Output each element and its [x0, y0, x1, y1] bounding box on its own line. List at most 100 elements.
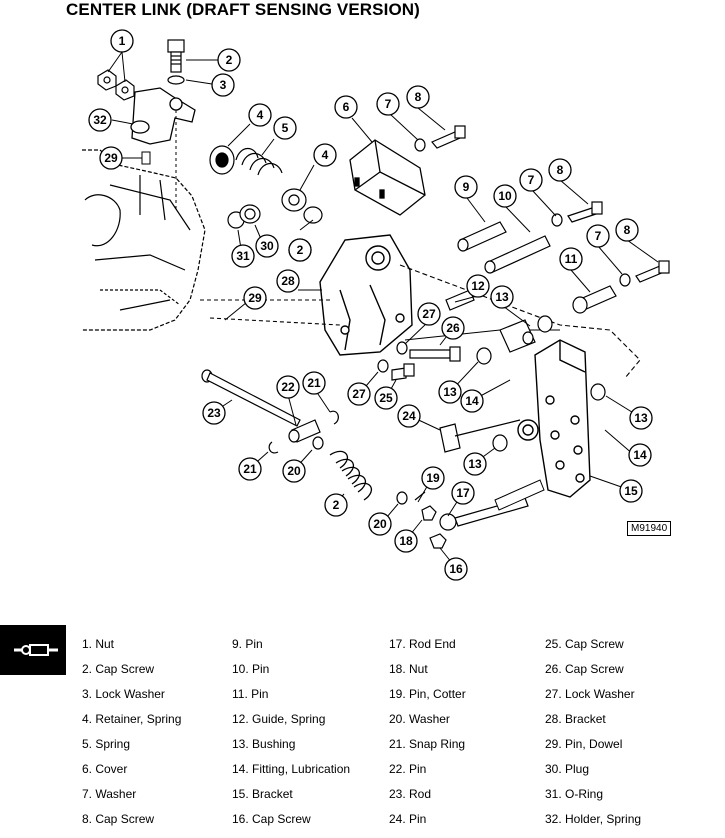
- callout-10: 10: [493, 184, 517, 208]
- callout-17: 17: [451, 481, 475, 505]
- callout-19: 19: [421, 466, 445, 490]
- svg-text:15: 15: [624, 484, 638, 498]
- legend-column: 17. Rod End 18. Nut 19. Pin, Cotter 20. …: [389, 632, 466, 832]
- svg-text:30: 30: [260, 239, 274, 253]
- svg-text:2: 2: [333, 498, 340, 512]
- svg-text:11: 11: [565, 252, 578, 266]
- svg-text:31: 31: [236, 249, 250, 263]
- callout-22: 22: [276, 375, 300, 399]
- svg-text:21: 21: [243, 462, 257, 476]
- callout-7c: 7: [586, 224, 610, 248]
- svg-text:20: 20: [287, 464, 301, 478]
- legend-item: 4. Retainer, Spring: [82, 712, 182, 726]
- callout-29b: 29: [243, 286, 267, 310]
- callout-13a: 13: [490, 285, 514, 309]
- svg-text:28: 28: [281, 274, 295, 288]
- legend-item: 18. Nut: [389, 662, 428, 676]
- dowel-pin: [141, 151, 151, 165]
- pin-22-assembly: [268, 410, 339, 454]
- svg-text:3: 3: [220, 78, 227, 92]
- legend-item: 27. Lock Washer: [545, 687, 635, 701]
- svg-text:7: 7: [528, 173, 535, 187]
- callouts: 1 2 3 32 29 4 5 4 2 30 31 6 7 8 9 10 7 8…: [88, 29, 653, 581]
- svg-text:5: 5: [282, 121, 289, 135]
- transmission-housing: [82, 149, 206, 331]
- callout-31: 31: [231, 244, 255, 268]
- legend-column: 1. Nut 2. Cap Screw 3. Lock Washer 4. Re…: [82, 632, 181, 832]
- legend-item: 21. Snap Ring: [389, 737, 466, 751]
- svg-text:7: 7: [595, 229, 602, 243]
- svg-text:18: 18: [399, 534, 413, 548]
- bracket-28: [319, 234, 413, 356]
- legend-item: 24. Pin: [389, 812, 427, 826]
- callout-7a: 7: [376, 92, 400, 116]
- washers-and-screws: [414, 125, 670, 287]
- svg-text:13: 13: [634, 411, 648, 425]
- rod-icon: [14, 644, 58, 656]
- callout-20b: 20: [368, 512, 392, 536]
- svg-text:10: 10: [498, 189, 512, 203]
- callout-4b: 4: [313, 143, 337, 167]
- legend-item: 20. Washer: [389, 712, 450, 726]
- pin-24: [439, 419, 521, 453]
- legend-item: 25. Cap Screw: [545, 637, 624, 651]
- callout-11: 11: [559, 247, 583, 271]
- svg-text:13: 13: [468, 457, 482, 471]
- legend-item: 29. Pin, Dowel: [545, 737, 623, 751]
- cap-screw-top: [167, 39, 185, 85]
- callout-8b: 8: [548, 158, 572, 182]
- svg-text:32: 32: [93, 113, 107, 127]
- svg-text:27: 27: [422, 307, 436, 321]
- svg-text:8: 8: [557, 163, 564, 177]
- callout-8c: 8: [615, 218, 639, 242]
- legend-item: 1. Nut: [82, 637, 115, 651]
- pin-lower: [494, 479, 545, 511]
- callout-12: 12: [466, 274, 490, 298]
- legend-item: 2. Cap Screw: [82, 662, 155, 676]
- svg-text:19: 19: [426, 471, 440, 485]
- callout-13c: 13: [629, 406, 653, 430]
- legend-item: 10. Pin: [232, 662, 270, 676]
- legend-column: 9. Pin 10. Pin 11. Pin 12. Guide, Spring…: [232, 632, 350, 832]
- callout-21b: 21: [238, 457, 262, 481]
- parts-legend: 1. Nut 2. Cap Screw 3. Lock Washer 4. Re…: [82, 632, 722, 832]
- cap-screw-26: [396, 341, 461, 362]
- legend-column: 25. Cap Screw 26. Cap Screw 27. Lock Was…: [545, 632, 641, 832]
- legend-item: 30. Plug: [545, 762, 590, 776]
- section-tab: [0, 625, 66, 675]
- pins: [457, 221, 617, 314]
- legend-item: 6. Cover: [82, 762, 128, 776]
- svg-text:17: 17: [456, 486, 470, 500]
- callout-21a: 21: [302, 371, 326, 395]
- callout-9: 9: [454, 175, 478, 199]
- guide-and-bushings: [445, 289, 606, 452]
- svg-text:4: 4: [322, 148, 329, 162]
- svg-text:7: 7: [385, 97, 392, 111]
- legend-item: 23. Rod: [389, 787, 432, 801]
- callout-24: 24: [397, 404, 421, 428]
- callout-2: 2: [217, 48, 241, 72]
- legend-item: 5. Spring: [82, 737, 131, 751]
- legend-item: 13. Bushing: [232, 737, 296, 751]
- exploded-view-diagram: 1 2 3 32 29 4 5 4 2 30 31 6 7 8 9 10 7 8…: [82, 29, 670, 581]
- callout-29a: 29: [99, 146, 123, 170]
- svg-text:9: 9: [463, 180, 470, 194]
- legend-item: 3. Lock Washer: [82, 687, 165, 701]
- spring-holder: [130, 87, 196, 145]
- svg-text:25: 25: [379, 391, 393, 405]
- svg-text:29: 29: [248, 291, 262, 305]
- callout-13b: 13: [438, 380, 462, 404]
- legend-item: 11. Pin: [232, 687, 269, 701]
- callout-30: 30: [255, 234, 279, 258]
- callout-16: 16: [444, 557, 468, 581]
- svg-text:2: 2: [226, 53, 233, 67]
- svg-text:20: 20: [373, 517, 387, 531]
- callout-28: 28: [276, 269, 300, 293]
- callout-27a: 27: [417, 302, 441, 326]
- callout-8a: 8: [406, 85, 430, 109]
- legend-item: 31. O-Ring: [545, 787, 604, 801]
- svg-text:14: 14: [633, 448, 647, 462]
- legend-item: 32. Holder, Spring: [545, 812, 642, 826]
- page-title: CENTER LINK (DRAFT SENSING VERSION): [66, 0, 420, 19]
- svg-text:8: 8: [624, 223, 631, 237]
